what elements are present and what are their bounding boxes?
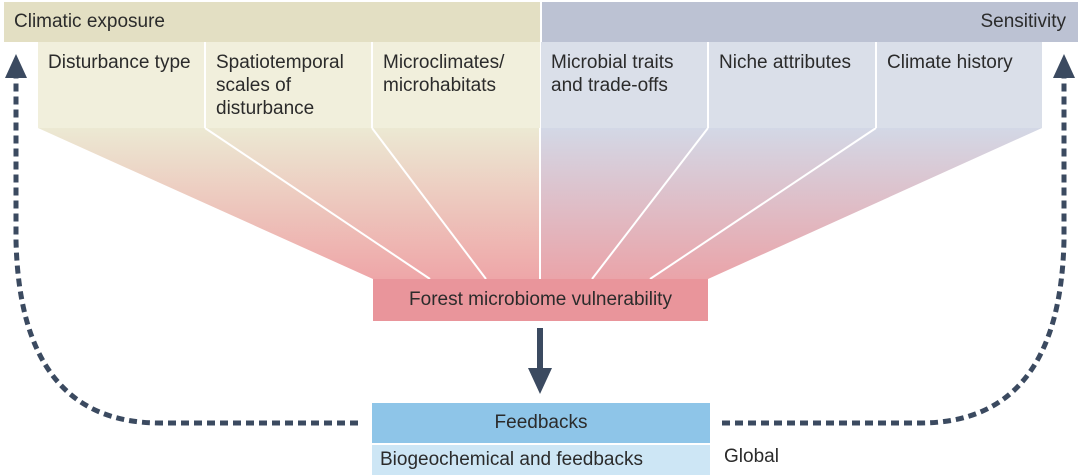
exposure-factor-spatiotemporal-scales: Spatiotemporal scales of disturbance [206,42,371,128]
sensitivity-factor-climate-history: Climate history [877,42,1042,128]
exposure-funnel [38,128,540,279]
funnel-divider [371,127,487,280]
exposure-factor-microclimates: Microclimates/ microhabitats [373,42,540,128]
exposure-factor-disturbance-type: Disturbance type [38,42,204,128]
funnel-divider [649,127,877,280]
feedbacks-box: Feedbacks [372,403,710,443]
funnel-dividers [204,127,877,280]
arrow-down-icon [528,328,552,394]
climatic-exposure-header: Climatic exposure [4,2,540,42]
dashed-arrow-up-right-icon [722,54,1075,426]
funnel-divider [591,127,709,280]
biogeochemical-feedbacks-box: Biogeochemical and feedbacks [372,445,710,475]
sensitivity-header: Sensitivity [542,2,1078,42]
sensitivity-funnel [540,128,1042,279]
sensitivity-factor-niche-attributes: Niche attributes [709,42,875,128]
sensitivity-factor-microbial-traits: Microbial traits and trade-offs [541,42,707,128]
forest-microbiome-vulnerability-box: Forest microbiome vulnerability [373,279,708,321]
funnel-divider [204,127,431,280]
diagram-canvas [5,54,1075,426]
dashed-arrow-up-left-icon [5,54,358,426]
global-label: Global [724,446,779,467]
